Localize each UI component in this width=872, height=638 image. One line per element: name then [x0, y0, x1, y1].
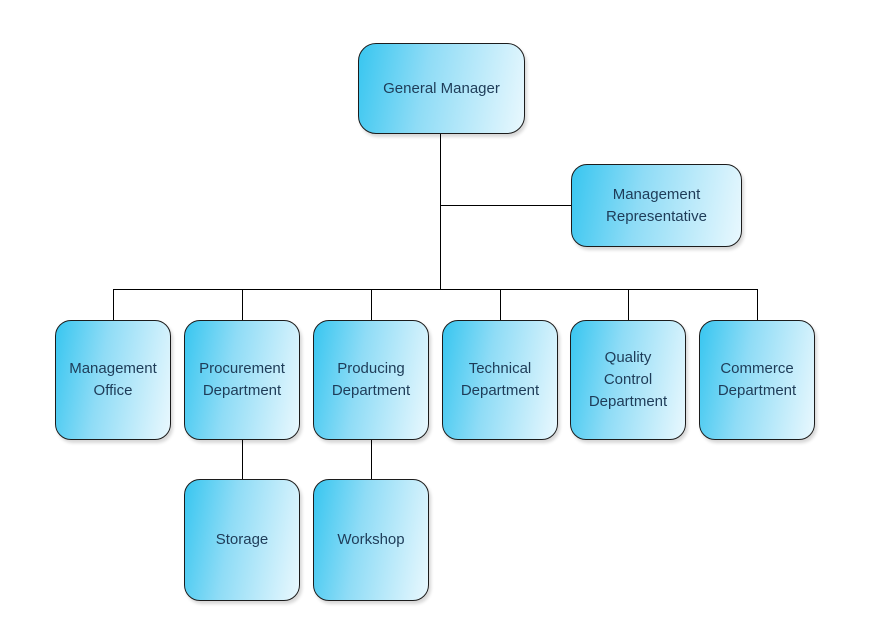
connector-drop-producing [371, 289, 372, 320]
node-label: Producing Department [331, 360, 411, 399]
node-general-manager[interactable]: General Manager [358, 43, 525, 134]
node-commerce-department[interactable]: Commerce Department [699, 320, 815, 440]
node-storage[interactable]: Storage [184, 479, 300, 601]
node-management-representative[interactable]: Management Representative [571, 164, 742, 247]
connector-distribution-bar [113, 289, 758, 290]
connector-drop-quality-control [628, 289, 629, 320]
node-label: Procurement Department [199, 360, 285, 399]
node-label: Management Representative [606, 185, 707, 225]
node-label: Storage [215, 531, 269, 548]
connector-drop-storage [242, 440, 243, 479]
node-technical-department[interactable]: Technical Department [442, 320, 558, 440]
node-producing-department[interactable]: Producing Department [313, 320, 429, 440]
connector-drop-technical [500, 289, 501, 320]
connector-management-representative [440, 205, 571, 206]
connector-drop-workshop [371, 440, 372, 479]
node-label: Commerce Department [717, 360, 797, 399]
node-label: Technical Department [460, 360, 540, 399]
node-label: Management Office [69, 360, 157, 399]
node-label: General Manager [383, 79, 500, 97]
node-management-office[interactable]: Management Office [55, 320, 171, 440]
connector-drop-commerce [757, 289, 758, 320]
connector-trunk [440, 134, 441, 290]
node-workshop[interactable]: Workshop [313, 479, 429, 601]
node-label: Quality Control Department [588, 349, 668, 410]
node-quality-control-department[interactable]: Quality Control Department [570, 320, 686, 440]
connector-drop-management-office [113, 289, 114, 320]
node-procurement-department[interactable]: Procurement Department [184, 320, 300, 440]
node-label: Workshop [337, 531, 405, 548]
connector-drop-procurement [242, 289, 243, 320]
